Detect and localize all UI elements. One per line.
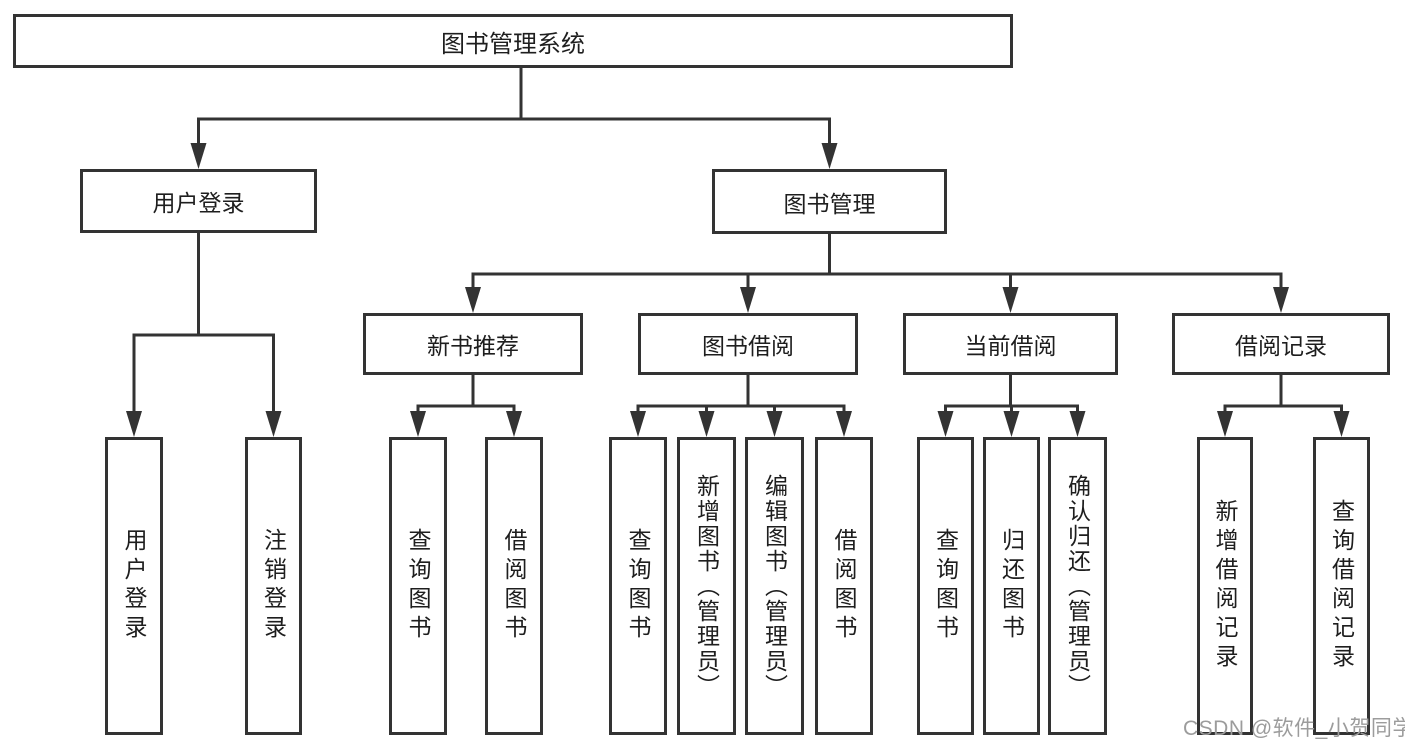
node-label: 当前借阅 xyxy=(964,333,1057,359)
csdn-watermark: CSDN @软件_小贺同学 xyxy=(1183,717,1405,740)
leaf-user-login: 用户登录 xyxy=(105,437,163,735)
node-borrow-records: 借阅记录 xyxy=(1172,313,1390,375)
leaf-recommend-query-books: 查询图书 xyxy=(389,437,447,735)
node-label: 借阅记录 xyxy=(1235,333,1327,359)
node-label: 图书管理 xyxy=(783,190,876,217)
leaf-label: 用户登录 xyxy=(121,528,147,644)
leaf-borrow-edit-books-admin: 编辑图书（管理员） xyxy=(745,437,804,735)
node-user-login: 用户登录 xyxy=(80,169,317,233)
leaf-label: 查询图书 xyxy=(932,528,959,644)
leaf-records-query-record: 查询借阅记录 xyxy=(1313,437,1370,735)
leaf-logout: 注销登录 xyxy=(245,437,302,735)
node-label: 图书管理系统 xyxy=(441,30,585,58)
leaf-label: 借阅图书 xyxy=(501,528,527,644)
node-system-root: 图书管理系统 xyxy=(13,14,1013,68)
leaf-records-add-record: 新增借阅记录 xyxy=(1197,437,1253,735)
node-label: 用户登录 xyxy=(152,190,245,216)
leaf-label: 查询借阅记录 xyxy=(1328,499,1355,673)
leaf-current-query-books: 查询图书 xyxy=(917,437,974,735)
node-current-borrow: 当前借阅 xyxy=(903,313,1118,375)
node-new-book-recommend: 新书推荐 xyxy=(363,313,583,375)
leaf-label: 归还图书 xyxy=(998,528,1025,644)
node-book-borrow: 图书借阅 xyxy=(638,313,858,375)
leaf-label: 新增借阅记录 xyxy=(1212,499,1238,673)
leaf-borrow-query-books: 查询图书 xyxy=(609,437,667,735)
node-label: 图书借阅 xyxy=(702,333,794,359)
leaf-label: 新增图书（管理员） xyxy=(693,473,720,699)
leaf-label: 查询图书 xyxy=(405,528,431,644)
leaf-label: 注销登录 xyxy=(260,528,287,644)
leaf-current-return-books: 归还图书 xyxy=(983,437,1040,735)
leaf-recommend-borrow-books: 借阅图书 xyxy=(485,437,543,735)
leaf-label: 借阅图书 xyxy=(831,528,857,644)
leaf-borrow-add-books-admin: 新增图书（管理员） xyxy=(677,437,736,735)
leaf-label: 确认归还（管理员） xyxy=(1064,473,1091,699)
leaf-label: 查询图书 xyxy=(625,528,651,644)
leaf-current-confirm-return-admin: 确认归还（管理员） xyxy=(1048,437,1107,735)
node-book-management: 图书管理 xyxy=(712,169,947,234)
leaf-borrow-borrow-books: 借阅图书 xyxy=(815,437,873,735)
node-label: 新书推荐 xyxy=(427,333,519,359)
leaf-label: 编辑图书（管理员） xyxy=(761,473,788,699)
